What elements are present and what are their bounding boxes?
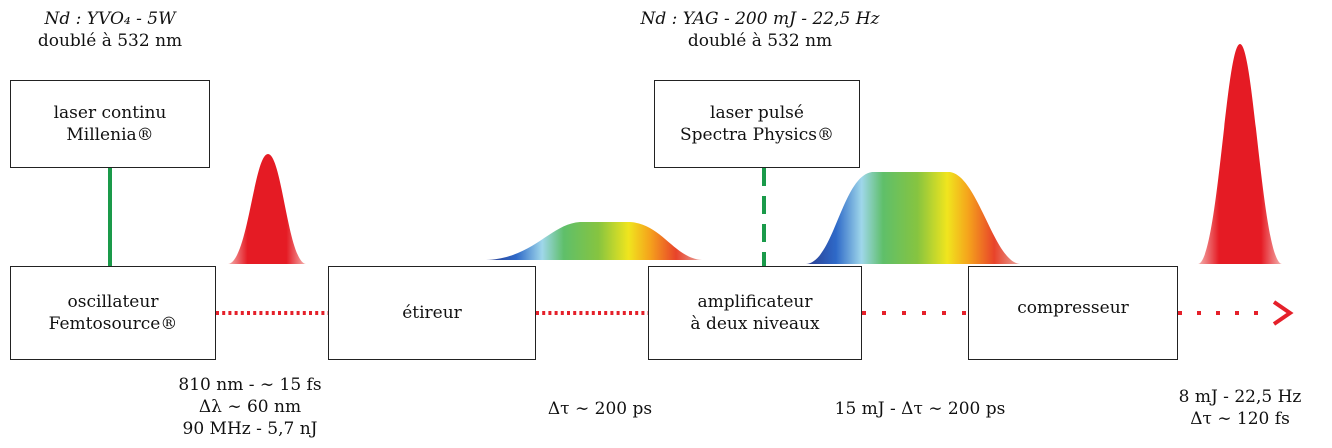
- oscillator-box: oscillateur Femtosource®: [10, 266, 216, 360]
- amplifier-output-spec: 15 mJ - Δτ ∼ 200 ps: [800, 398, 1040, 420]
- amplifier-line1: amplificateur: [697, 292, 813, 312]
- stretcher-box: étireur: [328, 266, 536, 360]
- pulsed-pump-spec-label: Nd : YAG - 200 mJ - 22,5 Hz doublé à 532…: [590, 8, 930, 52]
- cw-pump-spec-line1: Nd : YVO₄ - 5W: [44, 9, 176, 29]
- amplifier-output-line1: 15 mJ - Δτ ∼ 200 ps: [834, 399, 1006, 419]
- compressor-output-spec: 8 mJ - 22,5 Hz Δτ ∼ 120 fs: [1150, 386, 1330, 430]
- oscillator-line2: Femtosource®: [48, 314, 178, 334]
- oscillator-line1: oscillateur: [67, 292, 159, 312]
- pulse-oscillator-out: [228, 154, 306, 264]
- cw-pump-spec-label: Nd : YVO₄ - 5W doublé à 532 nm: [10, 8, 210, 52]
- oscillator-output-line1: 810 nm - ∼ 15 fs: [178, 375, 322, 395]
- oscillator-output-line2: Δλ ∼ 60 nm: [198, 397, 302, 417]
- stretcher-output-spec: Δτ ∼ 200 ps: [500, 398, 700, 420]
- amplifier-line2: à deux niveaux: [690, 314, 820, 334]
- beam-output-arrowhead: [1272, 300, 1294, 326]
- pulse-amplified: [806, 172, 1020, 264]
- compressor-line1: compresseur: [1017, 298, 1129, 318]
- compressor-box: compresseur: [968, 266, 1178, 360]
- pulse-compressed: [1198, 44, 1282, 264]
- stretcher-output-line1: Δτ ∼ 200 ps: [547, 399, 653, 419]
- oscillator-output-line3: 90 MHz - 5,7 nJ: [182, 419, 318, 439]
- pulsed-laser-line2: Spectra Physics®: [679, 125, 834, 145]
- stretcher-line1: étireur: [402, 303, 462, 323]
- cw-pump-spec-line2: doublé à 532 nm: [37, 31, 183, 51]
- pulsed-laser-line1: laser pulsé: [710, 103, 804, 123]
- cw-laser-line2: Millenia®: [66, 125, 154, 145]
- oscillator-output-spec: 810 nm - ∼ 15 fs Δλ ∼ 60 nm 90 MHz - 5,7…: [150, 374, 350, 440]
- cw-laser-line1: laser continu: [53, 103, 167, 123]
- pulsed-laser-box: laser pulsé Spectra Physics®: [654, 80, 860, 168]
- amplifier-box: amplificateur à deux niveaux: [648, 266, 862, 360]
- pulse-stretched: [486, 222, 702, 260]
- pulsed-pump-spec-line2: doublé à 532 nm: [687, 31, 833, 51]
- cw-laser-box: laser continu Millenia®: [10, 80, 210, 168]
- pulsed-pump-spec-line1: Nd : YAG - 200 mJ - 22,5 Hz: [640, 9, 880, 29]
- compressor-output-line2: Δτ ∼ 120 fs: [1190, 409, 1290, 429]
- compressor-output-line1: 8 mJ - 22,5 Hz: [1178, 387, 1302, 407]
